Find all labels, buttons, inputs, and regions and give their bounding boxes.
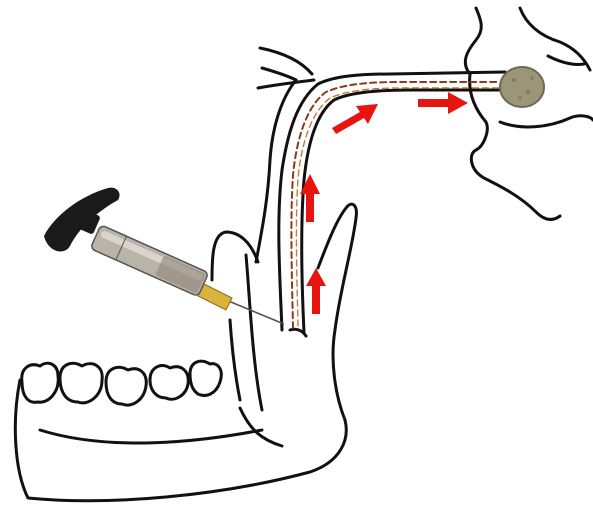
nerve-channel [256,48,505,332]
arrows [300,92,468,314]
ganglion [500,67,544,107]
arrow-nerve-bend [332,104,378,134]
syringe-needle [226,300,284,324]
arrow-nerve-top [418,92,468,114]
arrow-ramus-lower [306,268,326,314]
nerve-path-dashed [291,82,500,328]
syringe [44,188,284,324]
skull-outline [465,8,593,219]
teeth [22,361,222,405]
syringe-hub [198,284,232,310]
